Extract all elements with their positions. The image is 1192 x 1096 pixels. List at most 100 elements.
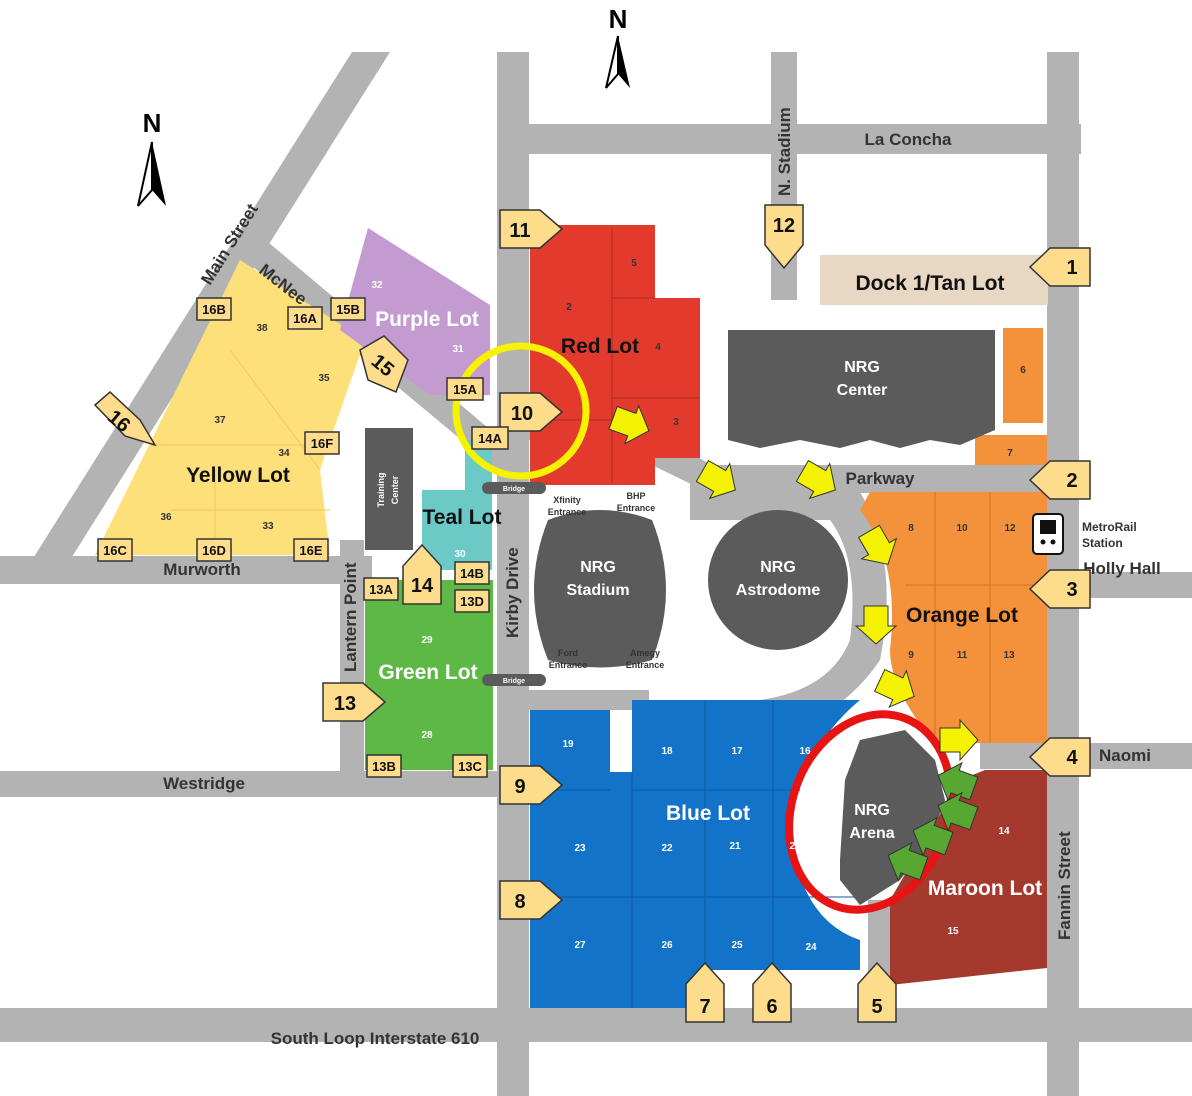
tag-16f[interactable]: 16F bbox=[304, 431, 340, 455]
lot-number: 31 bbox=[452, 344, 464, 355]
gate-16-marker[interactable] bbox=[93, 390, 157, 447]
road-la-concha bbox=[529, 124, 1081, 154]
road-south-loop bbox=[0, 1008, 1192, 1042]
maroon-lot[interactable] bbox=[890, 770, 1047, 985]
tag-15a[interactable]: 15A bbox=[446, 377, 484, 401]
purple-lot-label: Purple Lot bbox=[375, 308, 479, 331]
bridge-label-2: Bridge bbox=[503, 678, 525, 685]
gate-9-marker[interactable] bbox=[499, 765, 564, 805]
gate-7-marker[interactable] bbox=[685, 961, 725, 1023]
orange-lot-7[interactable] bbox=[975, 435, 1047, 465]
metrorail-label-2: Station bbox=[1082, 536, 1123, 550]
gate-number: 2 bbox=[1066, 470, 1077, 492]
direction-arrow-icon bbox=[937, 791, 979, 832]
direction-arrow-icon bbox=[939, 718, 979, 762]
tag-13b[interactable]: 13B bbox=[366, 754, 402, 778]
tag-15b[interactable]: 15B bbox=[330, 297, 366, 321]
nrg-astrodome-label-2: Astrodome bbox=[736, 582, 821, 599]
lot-number: 15 bbox=[947, 926, 959, 937]
label-south-loop: South Loop Interstate 610 bbox=[271, 1029, 480, 1048]
direction-arrow-icon bbox=[854, 605, 898, 645]
road-blue-lot-top bbox=[529, 690, 649, 710]
entrance-labels: Xfinity Entrance BHP Entrance Ford Entra… bbox=[503, 486, 664, 685]
green-lot-label: Green Lot bbox=[378, 661, 477, 684]
lot-number: 16 bbox=[799, 746, 811, 757]
tan-lot[interactable] bbox=[820, 255, 1048, 305]
yellow-lot[interactable] bbox=[95, 260, 365, 555]
yellow-highlight-ring bbox=[452, 342, 590, 480]
metrorail-label-1: MetroRail bbox=[1082, 520, 1137, 534]
label-parkway: Parkway bbox=[846, 469, 916, 488]
lot-number: 10 bbox=[956, 523, 968, 534]
venues bbox=[365, 330, 995, 905]
lot-number: 35 bbox=[318, 373, 330, 384]
label-holly-hall: Holly Hall bbox=[1083, 559, 1160, 578]
nrg-astrodome-label-1: NRG bbox=[760, 559, 796, 576]
gate-4-marker[interactable] bbox=[1028, 737, 1091, 777]
tag-16b[interactable]: 16B bbox=[196, 297, 232, 321]
tag-14a[interactable]: 14A bbox=[471, 426, 509, 450]
lot-number: 34 bbox=[278, 448, 290, 459]
tag-16d[interactable]: 16D bbox=[196, 538, 232, 562]
direction-arrow-icon bbox=[695, 459, 736, 500]
lot-labels: Yellow Lot Purple Lot Red Lot Teal Lot G… bbox=[186, 272, 1042, 900]
tag-13d[interactable]: 13D bbox=[454, 589, 490, 613]
gate-11-marker[interactable] bbox=[499, 209, 564, 249]
gate-number: 13 bbox=[334, 693, 356, 715]
lot-number: 37 bbox=[214, 415, 226, 426]
gate-5-marker[interactable] bbox=[857, 961, 897, 1023]
blue-lot-label: Blue Lot bbox=[666, 802, 750, 825]
tag-14b[interactable]: 14B bbox=[454, 561, 490, 585]
lot-number: 27 bbox=[574, 940, 586, 951]
nrg-stadium-label-2: Stadium bbox=[566, 582, 629, 599]
tag-16c[interactable]: 16C bbox=[97, 538, 133, 562]
road-lantern-point bbox=[340, 540, 364, 790]
gate-number: 5 bbox=[871, 996, 882, 1018]
nrg-center bbox=[728, 330, 995, 448]
ford-entrance-1: Ford bbox=[558, 648, 578, 658]
lots bbox=[95, 225, 1048, 1008]
lot-number: 28 bbox=[421, 730, 433, 741]
direction-arrow-icon bbox=[795, 459, 836, 500]
svg-text:16F: 16F bbox=[311, 436, 333, 451]
training-center-label-1: Training bbox=[376, 472, 386, 507]
lot-number: 8 bbox=[908, 523, 914, 534]
lot-number: 24 bbox=[805, 942, 817, 953]
gate-10-marker[interactable] bbox=[499, 392, 564, 432]
gate-number: 11 bbox=[509, 220, 530, 242]
bridge-2 bbox=[482, 674, 546, 686]
teal-lot[interactable] bbox=[422, 490, 492, 570]
ford-entrance-2: Entrance bbox=[549, 660, 588, 670]
lot-number: 6 bbox=[1020, 365, 1026, 376]
lot-number: 29 bbox=[421, 635, 433, 646]
tag-16e[interactable]: 16E bbox=[293, 538, 329, 562]
nrg-arena-label-1: NRG bbox=[854, 802, 890, 819]
gate-6-marker[interactable] bbox=[752, 961, 792, 1023]
gate-15-marker[interactable] bbox=[359, 335, 409, 393]
gate-13-marker[interactable] bbox=[322, 682, 387, 722]
lot-number: 3 bbox=[673, 417, 679, 428]
tag-13a[interactable]: 13A bbox=[363, 577, 399, 601]
lot-number: 32 bbox=[371, 280, 383, 291]
nrg-center-label-2: Center bbox=[837, 382, 888, 399]
gate-12-marker[interactable] bbox=[764, 204, 804, 270]
lot-number: 23 bbox=[574, 843, 586, 854]
svg-text:13D: 13D bbox=[460, 594, 484, 609]
gate-1-marker[interactable] bbox=[1028, 247, 1091, 287]
gate-8-marker[interactable] bbox=[499, 880, 564, 920]
gate-14-marker[interactable] bbox=[402, 543, 442, 605]
gate-markers bbox=[93, 204, 1091, 1023]
tag-13c[interactable]: 13C bbox=[452, 754, 488, 778]
bhp-entrance-2: Entrance bbox=[617, 503, 656, 513]
training-center-label-2: Center bbox=[390, 475, 400, 504]
orange-lot-6[interactable] bbox=[1003, 328, 1043, 423]
label-n-stadium: N. Stadium bbox=[775, 107, 794, 196]
green-arrows bbox=[887, 761, 979, 882]
gate-2-marker[interactable] bbox=[1028, 460, 1091, 500]
blue-lot[interactable] bbox=[530, 700, 860, 1008]
gate-number: 1 bbox=[1066, 257, 1077, 279]
lot-number: 18 bbox=[661, 746, 673, 757]
tag-16a[interactable]: 16A bbox=[287, 306, 323, 330]
gate-number: 14 bbox=[411, 575, 434, 597]
gate-3-marker[interactable] bbox=[1028, 569, 1091, 609]
